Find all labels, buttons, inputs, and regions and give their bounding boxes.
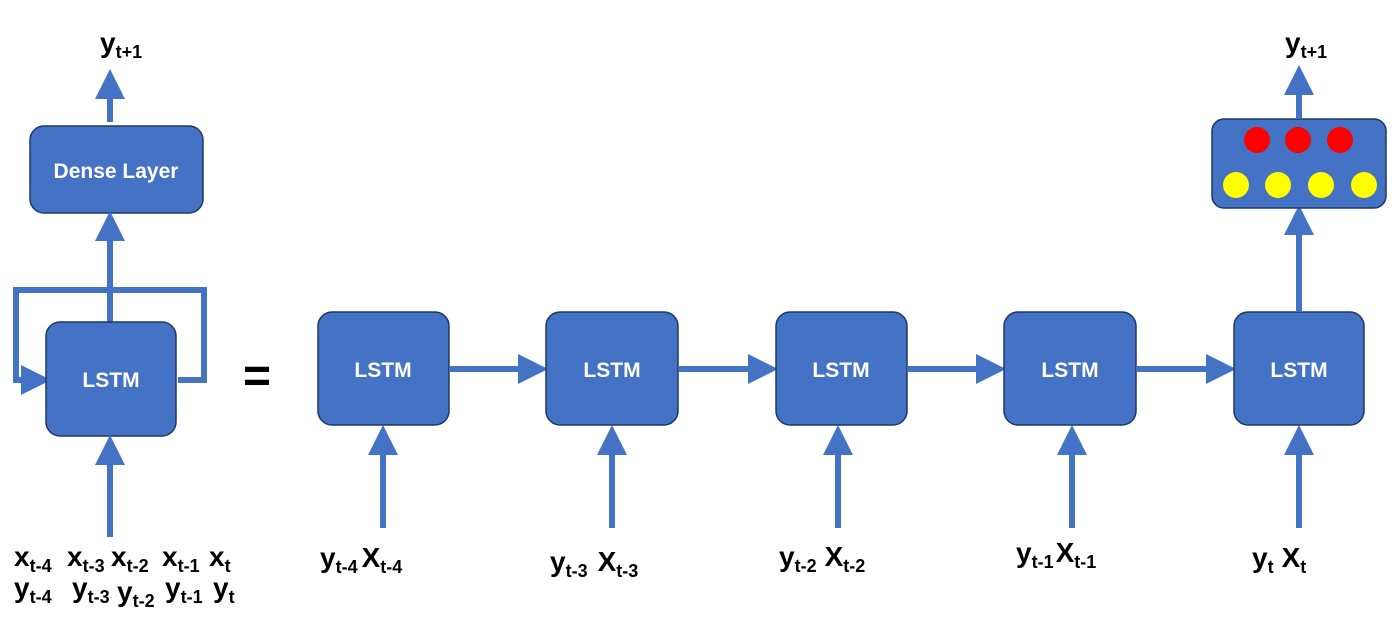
compact-lstm-label: LSTM xyxy=(82,369,139,392)
recurrent-loop-arrow xyxy=(13,287,207,395)
dense-layer-label: Dense Layer xyxy=(54,160,179,183)
compact-model: yt+1 Dense Layer LSTM xt-4 xt-3 xt-2 xt-… xyxy=(13,27,235,611)
neuron-yellow-2 xyxy=(1265,172,1291,198)
neuron-red-2 xyxy=(1285,127,1311,153)
compact-input-x-t: xt xyxy=(209,541,231,576)
compact-input-x-t-1: xt-1 xyxy=(162,541,200,576)
neuron-yellow-3 xyxy=(1308,172,1334,198)
lstm-cell-2-label: LSTM xyxy=(583,359,640,382)
neuron-red-1 xyxy=(1244,127,1270,153)
final-output-label: yt+1 xyxy=(1285,27,1327,62)
compact-input-x-t-4: xt-4 xyxy=(14,541,52,576)
equals-sign: = xyxy=(243,350,271,403)
compact-input-y-t-2: yt-2 xyxy=(117,576,155,611)
compact-input-x-t-3: xt-3 xyxy=(67,541,105,576)
lstm-cell-3-label: LSTM xyxy=(812,359,869,382)
lstm-cell-4-label: LSTM xyxy=(1041,359,1098,382)
dense-neurons xyxy=(1223,127,1377,198)
compact-input-y-t: yt xyxy=(213,572,235,607)
compact-input-y-t-3: yt-3 xyxy=(72,572,110,607)
compact-input-y-t-4: yt-4 xyxy=(14,572,52,607)
lstm-cell-5-label: LSTM xyxy=(1270,359,1327,382)
neuron-yellow-1 xyxy=(1223,172,1249,198)
lstm-cell-4-input-label: yt-1Xt-1 xyxy=(1016,537,1096,572)
neuron-yellow-4 xyxy=(1351,172,1377,198)
neuron-red-3 xyxy=(1327,127,1353,153)
compact-input-x-t-2: xt-2 xyxy=(111,541,149,576)
lstm-cell-1-label: LSTM xyxy=(354,359,411,382)
compact-output-label: yt+1 xyxy=(100,27,142,62)
compact-input-y-t-1: yt-1 xyxy=(165,572,203,607)
